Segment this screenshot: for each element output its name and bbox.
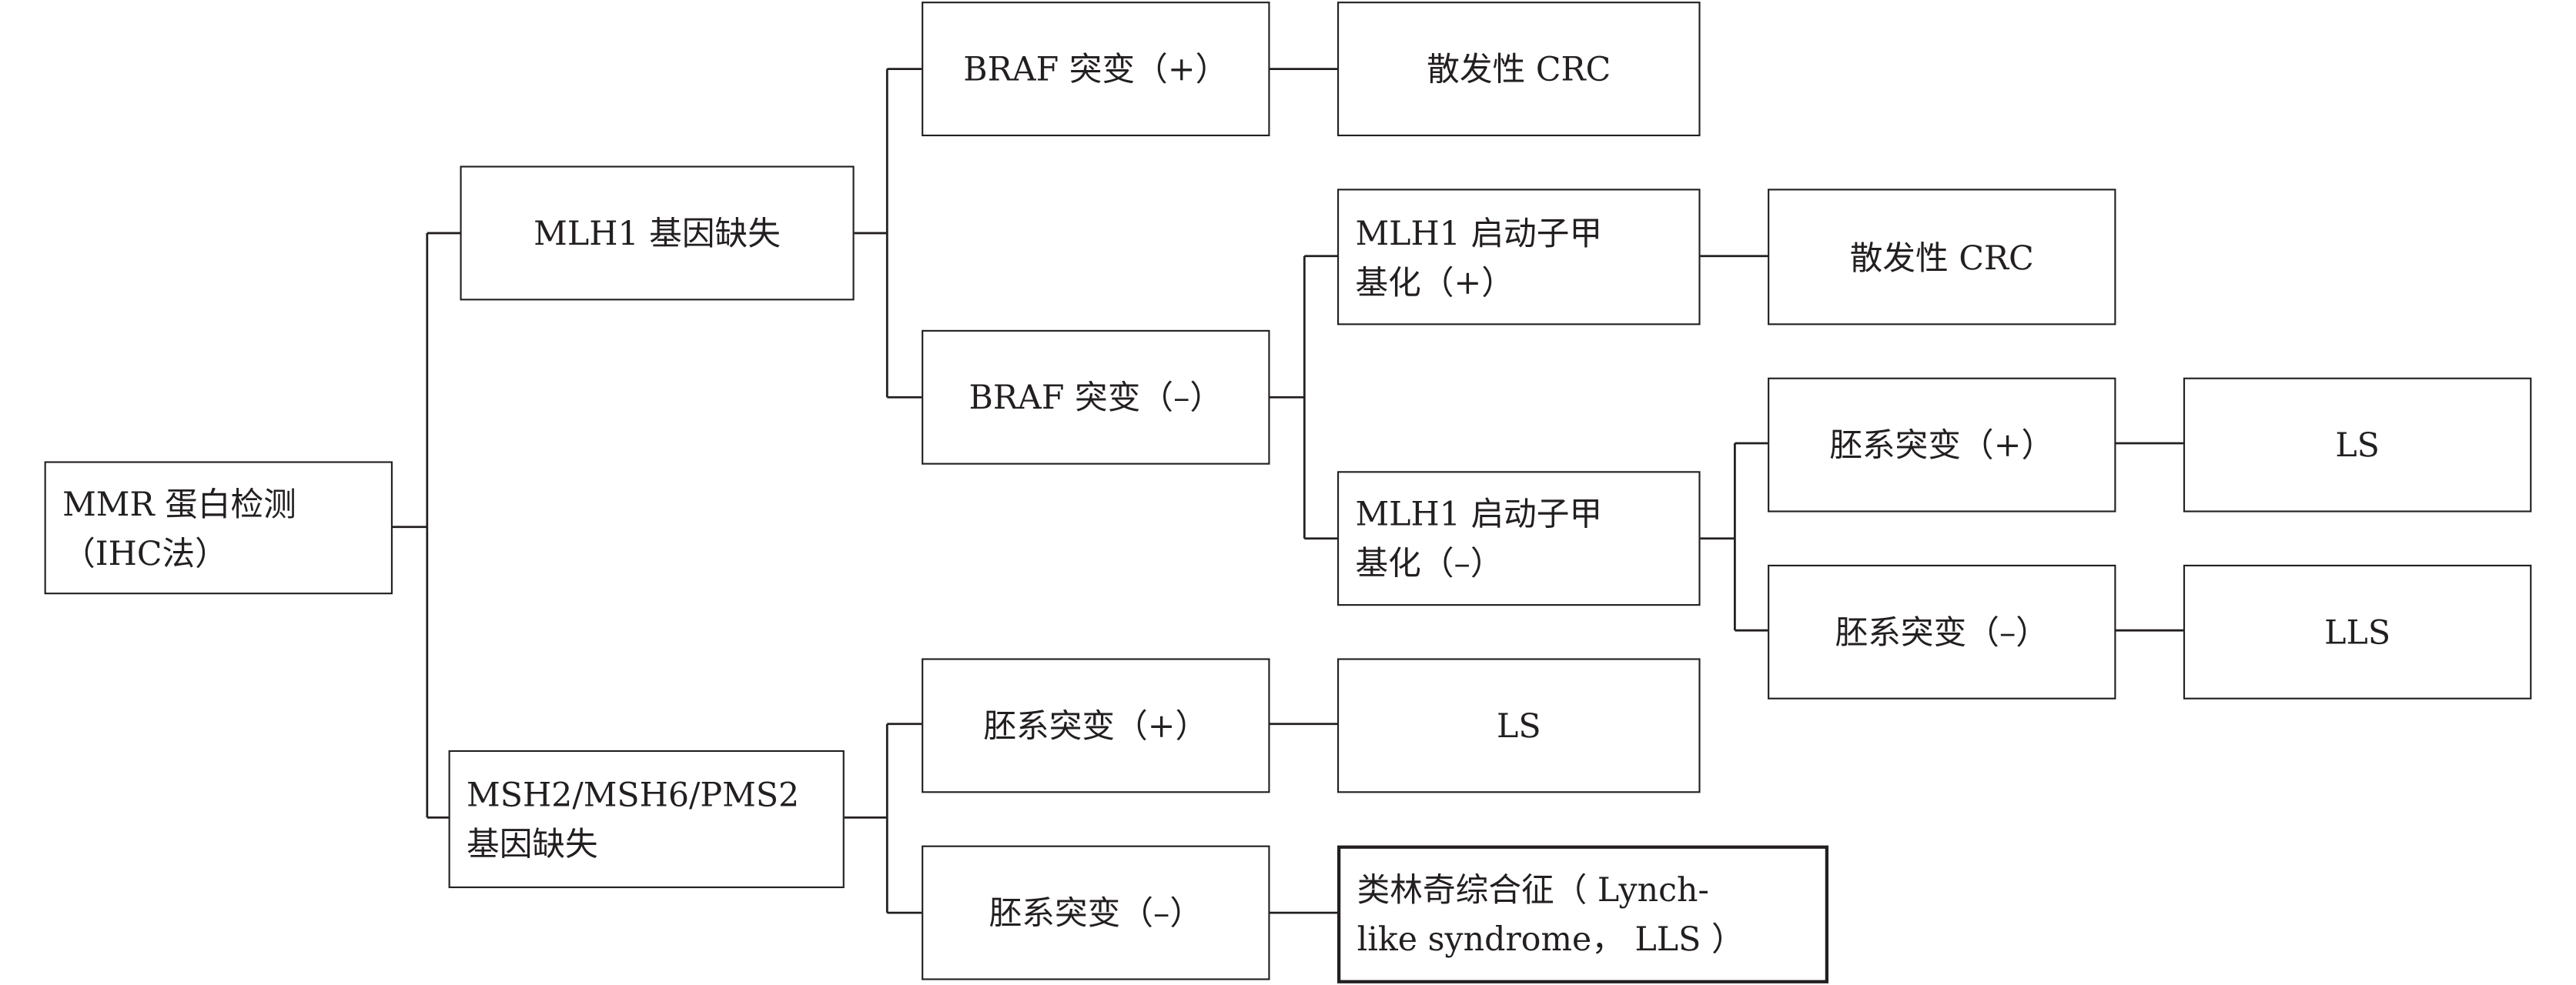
node-mlh1-loss: MLH1 基因缺失 (460, 165, 855, 301)
node-germline-positive-b: 胚系突变（+） (922, 658, 1270, 793)
node-mlh1-methylation-negative: MLH1 启动子甲 基化（–） (1337, 471, 1701, 606)
node-msh-pms2-loss: MSH2/MSH6/PMS2 基因缺失 (448, 750, 845, 889)
node-germline-positive-a-label: 胚系突变（+） (1829, 425, 2055, 465)
node-mmr-ihc: MMR 蛋白检测 （IHC法） (44, 461, 393, 595)
node-braf-positive: BRAF 突变（+） (922, 2, 1270, 137)
node-mmr-ihc-label: MMR 蛋白检测 （IHC法） (62, 483, 296, 573)
connector-msh-to-germline (842, 723, 924, 914)
node-sporadic-crc-1-label: 散发性 CRC (1427, 48, 1611, 89)
node-braf-negative: BRAF 突变（–） (922, 329, 1270, 465)
node-germline-positive-b-label: 胚系突变（+） (983, 706, 1209, 746)
node-braf-negative-label: BRAF 突变（–） (969, 377, 1223, 417)
connector-mmr-to-level2 (390, 232, 462, 819)
node-ls-a-label: LS (2335, 425, 2380, 465)
node-germline-positive-a: 胚系突变（+） (1768, 377, 2116, 513)
node-braf-positive-label: BRAF 突变（+） (963, 48, 1229, 89)
node-sporadic-crc-2: 散发性 CRC (1768, 189, 2116, 326)
node-msh-pms2-loss-label: MSH2/MSH6/PMS2 基因缺失 (467, 774, 800, 864)
node-lls-a: LLS (2183, 564, 2532, 700)
node-germline-negative-b: 胚系突变（–） (922, 845, 1270, 980)
node-sporadic-crc-2-label: 散发性 CRC (1849, 237, 2034, 277)
node-lynch-like-syndrome-label: 类林奇综合征（ Lynch- like syndrome， LLS ） (1357, 870, 1745, 959)
node-mlh1-methylation-negative-label: MLH1 启动子甲 基化（–） (1355, 494, 1603, 583)
node-mlh1-methylation-positive-label: MLH1 启动子甲 基化（+） (1355, 212, 1603, 302)
node-ls-b: LS (1337, 658, 1701, 793)
node-sporadic-crc-1: 散发性 CRC (1337, 2, 1701, 137)
node-mlh1-loss-label: MLH1 基因缺失 (534, 213, 781, 253)
connector-meth-neg-to-germline (1698, 442, 1770, 632)
node-germline-negative-a-label: 胚系突变（–） (1835, 612, 2049, 652)
node-mlh1-methylation-positive: MLH1 启动子甲 基化（+） (1337, 189, 1701, 326)
connector-braf-neg-to-methylation (1268, 255, 1340, 540)
node-ls-b-label: LS (1496, 706, 1541, 746)
node-germline-negative-b-label: 胚系突变（–） (989, 893, 1203, 933)
node-ls-a: LS (2183, 377, 2532, 513)
node-lls-a-label: LLS (2324, 612, 2391, 652)
connector-mlh1-to-braf (852, 68, 924, 399)
node-germline-negative-a: 胚系突变（–） (1768, 564, 2116, 700)
node-lynch-like-syndrome: 类林奇综合征（ Lynch- like syndrome， LLS ） (1337, 845, 1829, 983)
